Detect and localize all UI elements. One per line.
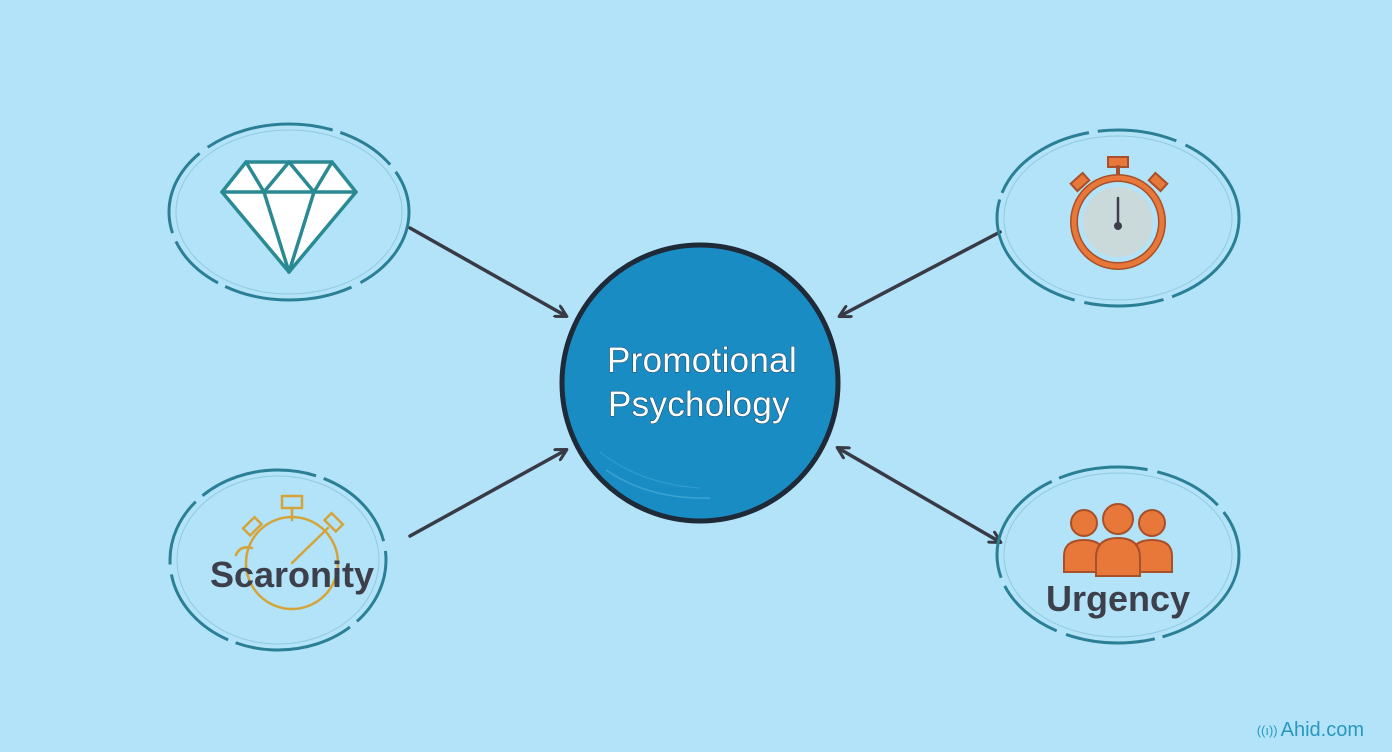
node-ring <box>995 128 1241 308</box>
arrow-scarcity-to-center <box>408 450 566 538</box>
stopwatch-icon <box>1069 156 1169 270</box>
node-ring <box>168 468 388 652</box>
diamond-icon <box>220 160 358 274</box>
broadcast-icon: ((ı)) <box>1256 723 1278 738</box>
diamond-node <box>167 122 411 302</box>
people-group-icon <box>1063 503 1173 577</box>
scarcity-node: Scaronity <box>168 468 388 652</box>
stopwatch-icon <box>234 494 345 611</box>
stopwatch-node <box>995 128 1241 308</box>
urgency-label: Urgency <box>1046 578 1190 619</box>
arrow-diamond-to-center <box>408 226 566 316</box>
arrow-center-urgency-bidirectional <box>838 448 1000 542</box>
center-node: Promotional Psychology <box>559 242 841 524</box>
center-circle <box>559 242 841 524</box>
watermark-text: Ahid.com <box>1280 719 1364 741</box>
node-ring <box>167 122 411 302</box>
watermark: ((ı)) Ahid.com <box>1257 719 1364 742</box>
scarcity-label: Scaronity <box>210 554 374 595</box>
node-ring <box>995 465 1241 645</box>
center-title-line1: Promotional <box>607 341 797 380</box>
urgency-node: Urgency <box>995 465 1241 645</box>
center-title-line2: Psychology <box>608 385 790 424</box>
arrow-stopwatch-to-center <box>840 230 1002 316</box>
